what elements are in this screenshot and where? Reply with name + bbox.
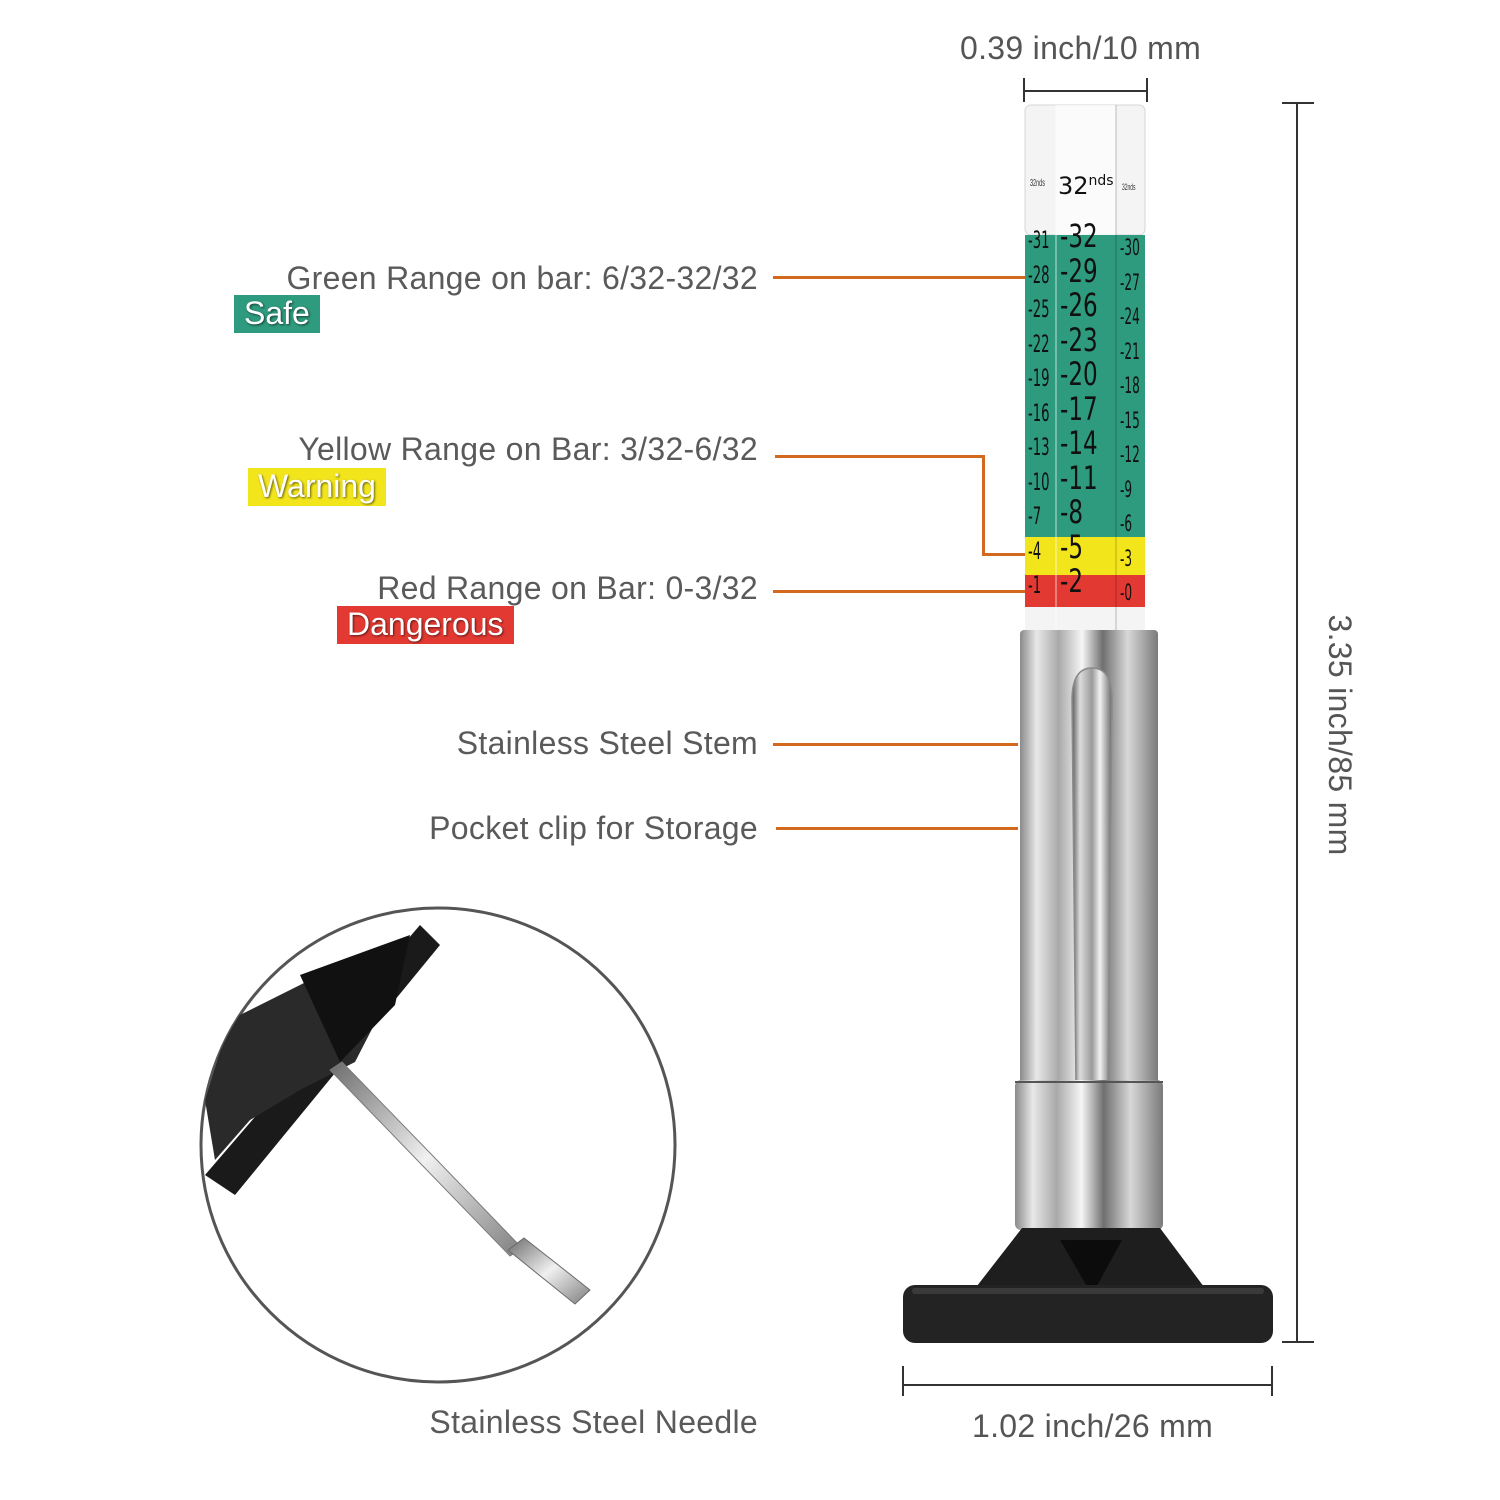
scale-number-left: -31 xyxy=(1028,226,1050,254)
base-foot-highlight xyxy=(912,1288,1264,1294)
scale-number-center: -14 xyxy=(1060,424,1098,462)
green-range-label: Green Range on bar: 6/32-32/32 xyxy=(286,260,758,296)
scale-number-center: -20 xyxy=(1060,355,1098,393)
height-dim-tick-top xyxy=(1282,102,1314,104)
stem-label: Stainless Steel Stem xyxy=(456,725,758,761)
width-top-dim-tick-left xyxy=(1023,78,1025,102)
yellow-range-label: Yellow Range on Bar: 3/32-6/32 xyxy=(298,431,758,467)
scale-number-right: -18 xyxy=(1120,374,1140,399)
height-dim-line xyxy=(1296,103,1298,1343)
red-band xyxy=(1025,575,1145,607)
width-bottom-label: 1.02 inch/26 mm xyxy=(972,1408,1214,1444)
clip-leader-line xyxy=(776,827,1018,830)
width-bottom-dim-tick-left xyxy=(902,1366,904,1396)
yellow-leader-line-v xyxy=(982,455,985,556)
scale-number-center: -5 xyxy=(1060,527,1083,566)
scale-number-center: -11 xyxy=(1060,458,1098,497)
pocket-clip xyxy=(1071,667,1113,1086)
scale-number-right: -30 xyxy=(1120,236,1140,261)
scale-number-center: -26 xyxy=(1060,286,1098,324)
scale-number-center: -23 xyxy=(1060,320,1098,359)
scale-number-left: -25 xyxy=(1028,295,1050,323)
clip-label: Pocket clip for Storage xyxy=(429,810,758,846)
stem-leader-line xyxy=(773,743,1018,746)
scale-number-center: -8 xyxy=(1060,493,1083,531)
width-bottom-dim-line xyxy=(903,1384,1273,1386)
scale-number-right: -15 xyxy=(1120,408,1140,434)
dangerous-badge: Dangerous xyxy=(337,606,514,644)
scale-number-left: -28 xyxy=(1028,260,1050,289)
scale-unit-label-right: 32nds xyxy=(1122,182,1136,192)
scale-number-left: -19 xyxy=(1028,364,1050,392)
scale-number-right: -6 xyxy=(1120,512,1133,537)
scale-number-left: -7 xyxy=(1028,502,1042,530)
safe-badge: Safe xyxy=(234,295,320,333)
scale-number-center: -29 xyxy=(1060,251,1098,290)
base-wedge-shadow xyxy=(1060,1240,1122,1295)
yellow-leader-line-h2 xyxy=(982,553,1025,556)
scale-number-center: -2 xyxy=(1060,562,1083,600)
green-band xyxy=(1025,235,1145,537)
white-band-bottom xyxy=(1025,607,1145,633)
scale-number-right: -0 xyxy=(1120,581,1133,606)
green-leader-line xyxy=(773,276,1025,279)
scale-number-left: -16 xyxy=(1028,398,1050,427)
scale-unit-suffix: nds xyxy=(1088,173,1114,189)
scale-number-right: -9 xyxy=(1120,477,1133,503)
scale-number-left: -4 xyxy=(1028,536,1042,565)
needle-label: Stainless Steel Needle xyxy=(429,1404,758,1440)
width-bottom-dim-tick-right xyxy=(1271,1366,1273,1396)
warning-badge: Warning xyxy=(248,468,386,506)
scale-number-center: -17 xyxy=(1060,389,1098,428)
scale-number-right: -3 xyxy=(1120,546,1133,572)
inset-needle-tip xyxy=(507,1237,591,1305)
yellow-band xyxy=(1025,537,1145,575)
width-top-dim-line xyxy=(1024,90,1148,92)
scale-number-left: -13 xyxy=(1028,433,1050,461)
base-foot xyxy=(903,1285,1273,1343)
scale-number-right: -27 xyxy=(1120,270,1140,296)
scale-number-right: -12 xyxy=(1120,443,1140,468)
red-range-label: Red Range on Bar: 0-3/32 xyxy=(377,570,758,606)
inset-base-face xyxy=(300,935,410,1062)
width-top-dim-tick-right xyxy=(1146,78,1148,102)
scale-number-right: -21 xyxy=(1120,339,1140,365)
scale-number-left: -22 xyxy=(1028,329,1050,358)
collar xyxy=(1015,1080,1163,1230)
width-top-label: 0.39 inch/10 mm xyxy=(960,30,1202,66)
scale-unit-label: 32nds xyxy=(1058,172,1114,200)
scale-number-left: -10 xyxy=(1028,467,1050,496)
scale-unit-number: 32 xyxy=(1058,172,1089,200)
scale-number-left: -1 xyxy=(1028,571,1042,599)
height-dim-tick-bottom xyxy=(1282,1341,1314,1343)
scale-number-center: -32 xyxy=(1060,217,1098,255)
scale-number-right: -24 xyxy=(1120,305,1140,330)
red-leader-line xyxy=(773,590,1025,593)
yellow-leader-line-h1 xyxy=(775,455,985,458)
scale-unit-label-left: 32nds xyxy=(1030,178,1045,189)
